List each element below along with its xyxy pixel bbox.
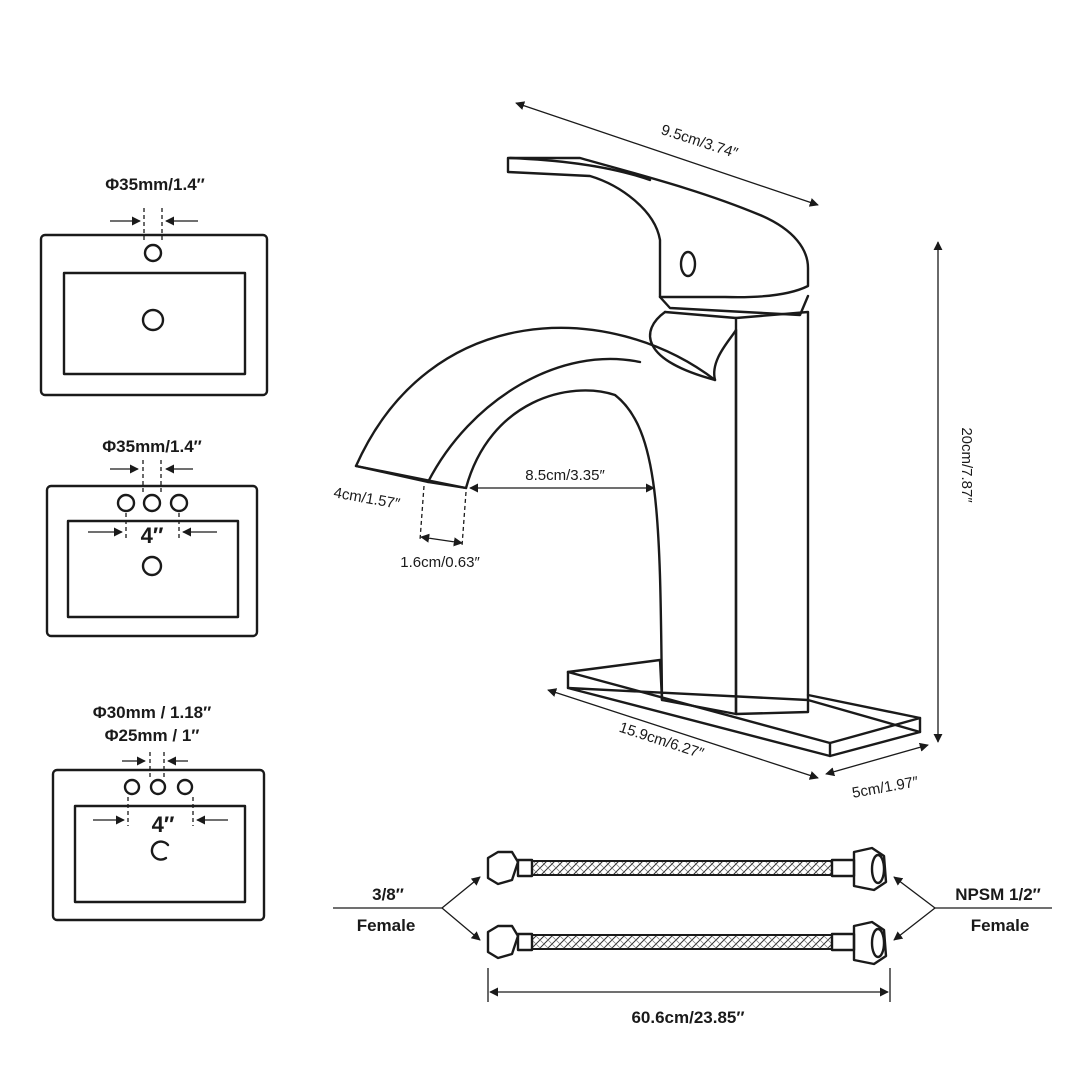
right-callout-arrow-bottom <box>893 907 936 941</box>
hose-length-label: 60.6cm/23.85″ <box>631 1008 744 1027</box>
handle-length-label: 9.5cm/3.74″ <box>659 121 741 162</box>
faucet-spout-outlet-edge <box>354 464 468 490</box>
sink2-hole-right <box>169 493 189 513</box>
sink1-drain <box>141 308 165 332</box>
sink3-hole-label-1: Φ30mm / 1.18″ <box>93 703 212 722</box>
base-length-label: 15.9cm/6.27″ <box>617 719 706 763</box>
sink-single-hole: Φ35mm/1.4″ <box>39 175 269 397</box>
outlet-size-label: 1.6cm/0.63″ <box>400 554 480 571</box>
faucet-handle-top-edge <box>508 156 652 182</box>
sink3-drain <box>150 840 170 861</box>
faucet-handle-collar <box>658 294 810 317</box>
hose1-right-opening <box>870 853 886 885</box>
sink2-countertop <box>45 484 259 638</box>
faucet-base-plate-right <box>828 716 922 758</box>
sink1-faucet-hole <box>143 243 163 263</box>
sink3-basin <box>73 804 247 904</box>
height-label: 20cm/7.87″ <box>958 427 975 503</box>
handle-length-dim-line <box>515 101 819 207</box>
supply-hose-top <box>486 846 888 892</box>
sink3-hole-right <box>176 778 194 796</box>
right-fitting-size-label: NPSM 1/2″ <box>955 885 1041 904</box>
faucet-body-front <box>734 310 810 716</box>
sink3-spread-label: 4″ <box>152 812 175 837</box>
sink1-basin <box>62 271 247 376</box>
hose2-left-nut <box>486 924 520 960</box>
sink3-countertop <box>51 768 266 922</box>
outlet-guide-right <box>461 491 467 547</box>
hose1-left-ferrule <box>516 858 534 878</box>
faucet-spout-outer <box>354 326 717 484</box>
base-width-dim-line <box>825 742 929 777</box>
faucet-spout-neck <box>648 310 738 382</box>
sink2-basin <box>66 519 240 619</box>
spout-width-label: 4cm/1.57″ <box>332 484 402 512</box>
hose1-right-nut <box>852 846 888 892</box>
hose1-right-ferrule <box>830 858 856 878</box>
right-fitting-type-label: Female <box>971 916 1030 935</box>
spout-reach-label: 8.5cm/3.35″ <box>525 467 605 484</box>
left-fitting-type-label: Female <box>357 916 416 935</box>
sink1-hole-label: Φ35mm/1.4″ <box>105 175 205 194</box>
sink3-hole-center <box>149 778 167 796</box>
faucet-base-plate-edge <box>566 670 832 745</box>
sink3-hole-label-2: Φ25mm / 1″ <box>105 726 200 745</box>
sink2-hole-label: Φ35mm/1.4″ <box>102 437 202 456</box>
outlet-dim-line <box>420 533 463 547</box>
right-callout-arrow-top <box>893 876 936 909</box>
sink2-hole-left <box>116 493 136 513</box>
sink3-hole-left <box>123 778 141 796</box>
hose2-right-ferrule <box>830 932 856 952</box>
faucet-handle-hole <box>679 250 697 278</box>
faucet-handle <box>506 156 810 299</box>
hose2-left-ferrule <box>516 932 534 952</box>
base-width-label: 5cm/1.97″ <box>851 773 921 801</box>
left-fitting-size-label: 3/8″ <box>372 885 404 904</box>
hose2-right-opening <box>870 927 886 959</box>
sink2-hole-center <box>142 493 162 513</box>
faucet-body-top <box>663 310 738 320</box>
supply-hose-bottom <box>486 920 888 966</box>
hose1-braid <box>531 860 833 876</box>
sink2-spread-label: 4″ <box>141 523 164 548</box>
sink-three-hole-small: Φ30mm / 1.18″ Φ25mm / 1″ 4″ <box>51 703 266 922</box>
left-callout-arrow-top <box>441 876 481 909</box>
faucet-base-plate-top <box>806 693 922 720</box>
hose2-braid <box>531 934 833 950</box>
sink2-drain <box>141 555 163 577</box>
faucet-spout-inner <box>426 328 738 716</box>
left-callout-arrow-bottom <box>441 907 481 941</box>
sink1-countertop <box>39 233 269 397</box>
hose2-right-nut <box>852 920 888 966</box>
outlet-guide-left <box>419 485 425 541</box>
faucet-drawing: 9.5cm/3.74″ 20cm/7.87″ 8.5cm/3.35″ 4cm/1… <box>332 101 975 802</box>
base-length-dim-line <box>547 688 819 780</box>
hose1-left-nut <box>486 850 520 886</box>
sink-three-hole: Φ35mm/1.4″ 4″ <box>45 437 259 638</box>
supply-hoses: 3/8″ Female NPSM 1/2″ Female 60.6cm/23.8… <box>333 846 1052 1027</box>
